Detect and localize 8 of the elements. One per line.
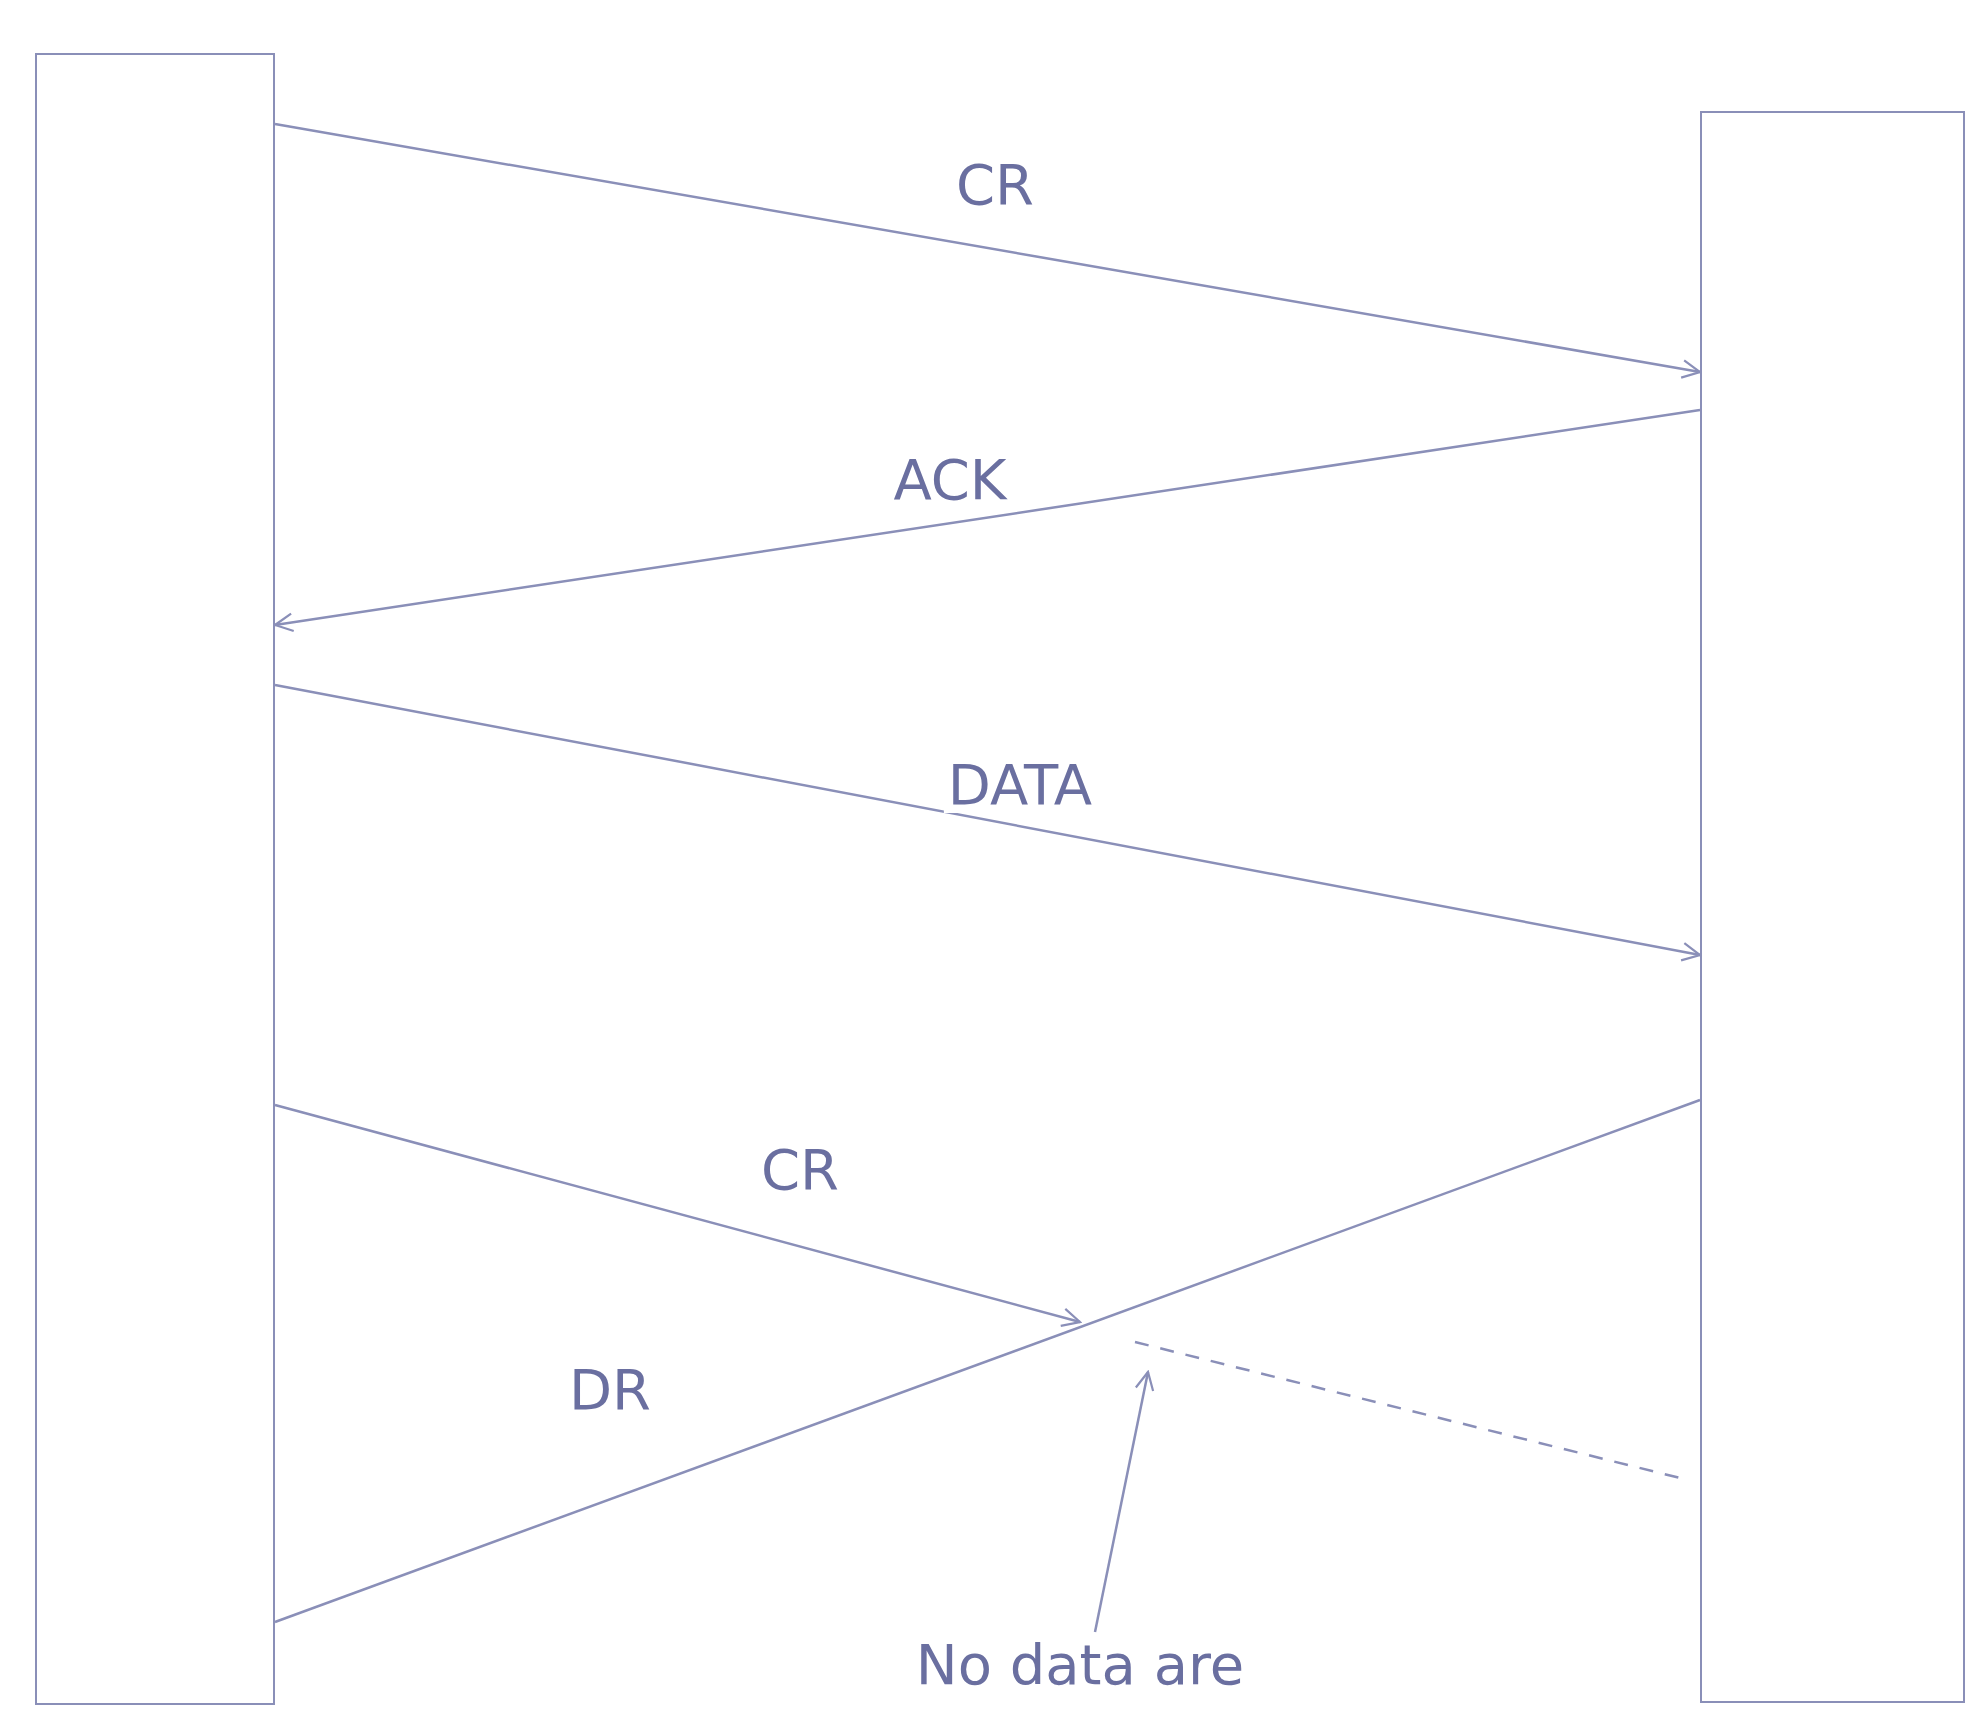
message-arrow — [274, 1103, 1082, 1327]
lifeline-bar — [35, 53, 275, 1705]
message-arrow — [274, 683, 1702, 962]
lifeline-bar — [1700, 111, 1965, 1703]
leader-arrow — [1093, 1370, 1155, 1633]
message-arrow — [274, 122, 1702, 379]
message-arrow — [273, 408, 1701, 633]
note-text: No data are — [915, 1637, 1245, 1693]
